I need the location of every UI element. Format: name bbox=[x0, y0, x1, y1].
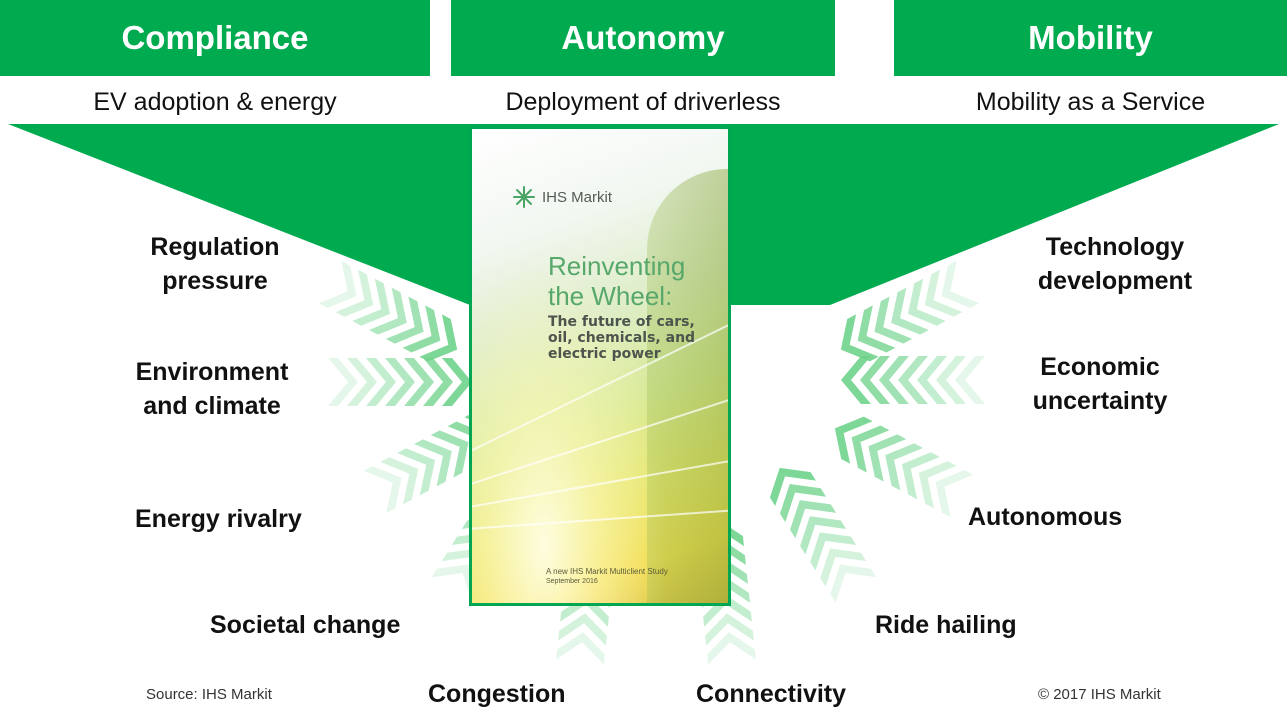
driver-energy-rivalry: Energy rivalry bbox=[135, 505, 302, 533]
chevron-arrow-icon bbox=[917, 356, 947, 404]
chevron-arrow-icon bbox=[352, 278, 391, 326]
arrow-ride-hailing bbox=[769, 467, 877, 603]
chevron-arrow-icon bbox=[830, 564, 877, 603]
driver-societal-change: Societal change bbox=[210, 611, 401, 639]
car-silhouette bbox=[647, 169, 728, 603]
chevron-arrow-icon bbox=[431, 564, 478, 603]
source-note: Source: IHS Markit bbox=[146, 686, 272, 703]
chevron-arrow-icon bbox=[385, 296, 424, 344]
compliance-subtitle: EV adoption & energy bbox=[93, 88, 337, 116]
chevron-arrow-icon bbox=[385, 358, 415, 406]
autonomy-header: Autonomy bbox=[451, 0, 835, 76]
driver-autonomous: Autonomous bbox=[968, 503, 1123, 531]
chevron-arrow-icon bbox=[366, 358, 396, 406]
chevron-arrow-icon bbox=[369, 287, 407, 335]
chevron-arrow-icon bbox=[907, 278, 946, 326]
arrow-environment bbox=[328, 358, 472, 406]
chevron-arrow-icon bbox=[868, 434, 907, 482]
chevron-arrow-icon bbox=[901, 452, 940, 500]
arrow-technology bbox=[840, 260, 980, 362]
chevron-arrow-icon bbox=[860, 356, 890, 404]
chevron-arrow-icon bbox=[879, 356, 909, 404]
chevron-arrow-icon bbox=[834, 416, 873, 464]
cover-footer-date: September 2016 bbox=[546, 578, 598, 585]
chevron-arrow-icon bbox=[404, 358, 434, 406]
chevron-arrow-icon bbox=[874, 296, 913, 344]
chevron-arrow-icon bbox=[328, 358, 358, 406]
chevron-arrow-icon bbox=[423, 358, 453, 406]
chevron-arrow-icon bbox=[402, 305, 441, 353]
chevron-arrow-icon bbox=[936, 356, 966, 404]
ihs-markit-logo-icon bbox=[513, 186, 535, 208]
arrow-regulation bbox=[318, 260, 458, 362]
chevron-arrow-icon bbox=[430, 430, 469, 478]
chevron-arrow-icon bbox=[918, 461, 957, 509]
mobility-header: Mobility bbox=[894, 0, 1287, 76]
chevron-arrow-icon bbox=[769, 467, 816, 507]
arrow-autonomous bbox=[834, 416, 974, 518]
chevron-arrow-icon bbox=[558, 613, 607, 646]
brand-logo: IHS Markit bbox=[512, 185, 612, 209]
chevron-arrow-icon bbox=[790, 500, 837, 539]
chevron-arrow-icon bbox=[556, 632, 605, 665]
chevron-arrow-icon bbox=[705, 613, 754, 646]
driver-connectivity: Connectivity bbox=[696, 680, 847, 708]
chevron-arrow-icon bbox=[363, 466, 402, 514]
chevron-arrow-icon bbox=[397, 448, 436, 496]
autonomy-subtitle: Deployment of driverless bbox=[505, 88, 781, 116]
cover-footer-study: A new IHS Markit Multiclient Study bbox=[546, 567, 668, 576]
chevron-arrow-icon bbox=[955, 356, 985, 404]
chevron-arrow-icon bbox=[810, 532, 857, 571]
chevron-arrow-icon bbox=[414, 439, 452, 487]
chevron-arrow-icon bbox=[800, 516, 847, 555]
chevron-arrow-icon bbox=[935, 470, 974, 518]
driver-ride-hailing: Ride hailing bbox=[875, 611, 1017, 639]
chevron-arrow-icon bbox=[380, 457, 419, 505]
chevron-arrow-icon bbox=[820, 548, 867, 587]
brand-name: IHS Markit bbox=[542, 188, 613, 206]
chevron-arrow-icon bbox=[442, 358, 472, 406]
copyright-note: © 2017 IHS Markit bbox=[1038, 686, 1161, 703]
chevron-arrow-icon bbox=[891, 287, 929, 335]
chevron-arrow-icon bbox=[318, 260, 357, 308]
chevron-arrow-icon bbox=[780, 483, 827, 523]
chevron-arrow-icon bbox=[347, 358, 377, 406]
chevron-arrow-icon bbox=[898, 356, 928, 404]
chevron-arrow-icon bbox=[419, 314, 458, 362]
compliance-header: Compliance bbox=[0, 0, 430, 76]
chevron-arrow-icon bbox=[885, 443, 923, 491]
chevron-arrow-icon bbox=[840, 314, 879, 362]
chevron-arrow-icon bbox=[851, 425, 890, 473]
mobility-subtitle: Mobility as a Service bbox=[975, 88, 1206, 116]
chevron-arrow-icon bbox=[841, 356, 871, 404]
driver-congestion: Congestion bbox=[428, 680, 566, 708]
chevron-arrow-icon bbox=[857, 305, 896, 353]
arrow-economic bbox=[841, 356, 985, 404]
chevron-arrow-icon bbox=[924, 269, 963, 317]
chevron-arrow-icon bbox=[707, 632, 756, 665]
chevron-arrow-icon bbox=[335, 269, 374, 317]
chevron-arrow-icon bbox=[941, 260, 980, 308]
